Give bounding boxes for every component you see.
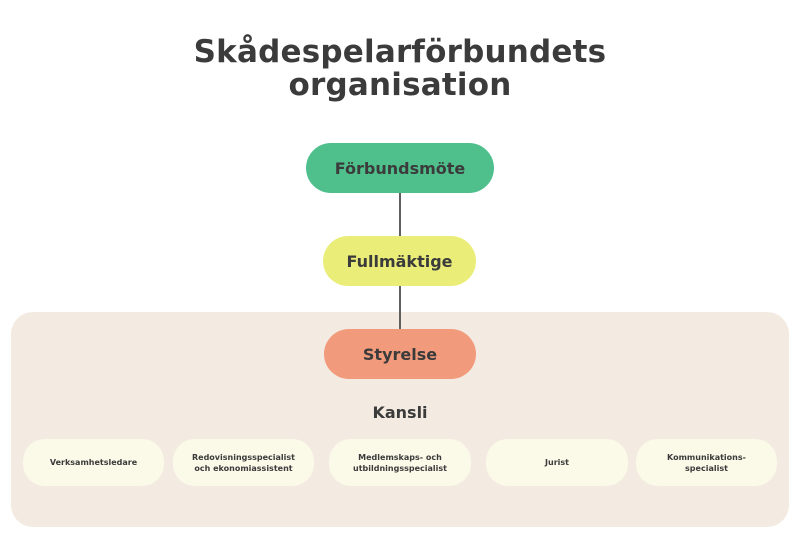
staff-box-kommunikationsspecialist: Kommunikations- specialist <box>636 439 777 486</box>
connector-fullmaktige-styrelse <box>399 284 401 330</box>
node-styrelse-label: Styrelse <box>362 344 438 364</box>
staff-label: Jurist <box>545 458 569 467</box>
staff-label: Redovisningsspecialist och ekonomiassist… <box>191 452 295 473</box>
connector-forbundsmote-fullmaktige <box>399 190 401 237</box>
staff-label: Medlemskaps- och utbildningsspecialist <box>353 452 447 473</box>
staff-label: Kommunikations- specialist <box>667 452 746 473</box>
staff-label: Verksamhetsledare <box>49 458 138 467</box>
staff-box-medlemskapsspecialist: Medlemskaps- och utbildningsspecialist <box>329 439 471 486</box>
page-title: Skådespelarförbundets organisation <box>0 36 800 102</box>
node-fullmaktige-label: Fullmäktige <box>346 251 453 271</box>
staff-box-jurist: Jurist <box>486 439 628 486</box>
node-forbundsmote-label: Förbundsmöte <box>334 158 466 178</box>
title-line-2: organisation <box>288 67 512 103</box>
staff-box-verksamhetsledare: Verksamhetsledare <box>23 439 164 486</box>
staff-box-redovisningsspecialist: Redovisningsspecialist och ekonomiassist… <box>173 439 314 486</box>
kansli-heading: Kansli <box>372 403 428 422</box>
title-line-1: Skådespelarförbundets <box>193 34 607 70</box>
node-styrelse: Styrelse <box>324 329 476 379</box>
node-fullmaktige: Fullmäktige <box>323 236 476 286</box>
node-forbundsmote: Förbundsmöte <box>306 143 494 193</box>
